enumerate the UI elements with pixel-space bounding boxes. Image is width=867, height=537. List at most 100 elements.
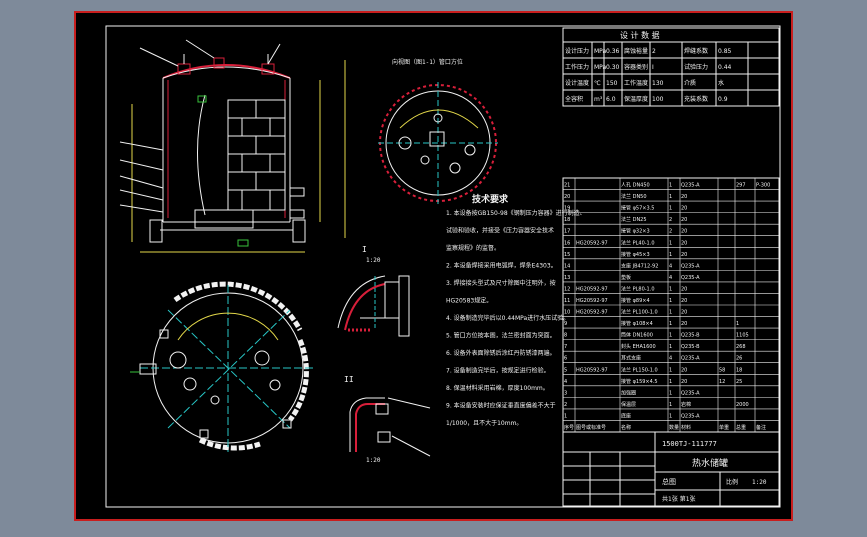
tech-line: 3. 焊接接头型式及尺寸除图中注明外，按 — [446, 279, 556, 287]
parts-table-cell: 接管 φ32×3 — [621, 228, 650, 235]
vessel-elevation — [119, 39, 346, 253]
design-table-cell: 容器类别 — [624, 63, 648, 71]
top-nozzle-orientation-view — [378, 82, 498, 204]
tech-line: 2. 本设备焊接采用电弧焊，焊条E4303。 — [446, 262, 557, 270]
parts-table-cell: 26 — [736, 356, 742, 362]
parts-table-cell: 13 — [564, 275, 570, 281]
design-table-cell: 充装系数 — [684, 95, 708, 103]
parts-table-cell: 1 — [564, 413, 567, 419]
parts-table-cell: 25 — [736, 379, 742, 385]
parts-table-cell: 19 — [564, 206, 570, 212]
parts-table-cell: 20 — [681, 240, 687, 246]
parts-table-cell: 接管 φ89×4 — [621, 297, 650, 304]
parts-table-cell: 58 — [719, 367, 725, 373]
design-table-cell: 0.36 — [606, 48, 620, 55]
parts-table-cell: 18 — [736, 367, 742, 373]
parts-table-cell: 加强圈 — [621, 389, 636, 396]
parts-table-cell: 7 — [564, 344, 567, 350]
parts-table-cell: 1105 — [736, 333, 749, 339]
parts-table-cell: 4 — [564, 379, 567, 385]
parts-table-cell: 12 — [719, 379, 725, 385]
parts-table-cell: 4 — [669, 356, 672, 362]
design-table-cell: 水 — [718, 79, 724, 87]
design-table-cell: ℃ — [594, 80, 601, 87]
parts-table-cell: 人孔 DN450 — [621, 182, 650, 189]
design-table-cell: 0.9 — [718, 96, 728, 103]
parts-table-cell: 筒体 DN1600 — [621, 332, 653, 339]
design-table-cell: 设计压力 — [565, 47, 589, 55]
tech-line: 监察规程》的监督。 — [446, 244, 500, 252]
parts-table-header-cell: 总重 — [736, 424, 746, 431]
parts-table-cell: 20 — [681, 194, 687, 200]
parts-table-cell: 岩棉 — [681, 401, 691, 408]
parts-table-cell: 法兰 PL40-1.0 — [621, 239, 655, 246]
design-table-cell: 全容积 — [565, 95, 583, 103]
parts-table-cell: 1 — [669, 298, 672, 304]
tech-line: 5. 管口方位按本图，法兰密封面为突面。 — [446, 332, 556, 340]
parts-table-cell: 4 — [669, 275, 672, 281]
parts-table-cell: 底座 — [621, 412, 631, 419]
parts-table-cell: Q235-A — [681, 390, 700, 396]
parts-table-cell: 21 — [564, 183, 570, 189]
parts-table-header-cell: 图号或标准号 — [576, 424, 606, 431]
parts-table-cell: 20 — [681, 379, 687, 385]
parts-table-cell: 17 — [564, 229, 570, 235]
parts-table-cell: 1 — [669, 252, 672, 258]
design-table-cell: 2 — [652, 48, 656, 55]
detail-ii-label: II — [344, 375, 354, 384]
parts-table-cell: HG20592-97 — [576, 310, 608, 316]
tech-line: 1/1000，且不大于10mm。 — [446, 419, 522, 427]
design-table-cell: 0.30 — [606, 64, 620, 71]
parts-table-cell: 2 — [669, 229, 672, 235]
parts-table-cell: 8 — [564, 333, 567, 339]
parts-table-cell: 15 — [564, 252, 570, 258]
parts-table-cell: 20 — [681, 229, 687, 235]
parts-table-cell: 9 — [564, 321, 567, 327]
parts-table-cell: 20 — [564, 194, 570, 200]
parts-table-cell: 封头 EHA1600 — [621, 343, 656, 350]
parts-table-cell: 1 — [736, 321, 739, 327]
parts-table-cell: 法兰 PL150-1.0 — [621, 366, 658, 373]
parts-table-header-cell: 备注 — [756, 424, 766, 431]
parts-table-cell: 1 — [669, 286, 672, 292]
parts-table-cell: 297 — [736, 183, 746, 189]
design-table-cell: 工作温度 — [624, 79, 648, 87]
parts-table-header-cell: 材料 — [681, 424, 691, 431]
parts-table-cell: Q235-A — [681, 413, 700, 419]
parts-table-cell: 法兰 DN25 — [621, 216, 647, 223]
parts-table-cell: 1 — [669, 413, 672, 419]
parts-table-cell: 1 — [669, 240, 672, 246]
parts-table-cell: Q235-A — [681, 263, 700, 269]
parts-table-cell: 1 — [669, 333, 672, 339]
parts-table-cell: 20 — [681, 252, 687, 258]
design-table-cell: 设计温度 — [565, 79, 589, 87]
parts-table-cell: 16 — [564, 240, 570, 246]
parts-table-cell: Q235-B — [681, 333, 700, 339]
parts-table-cell: 接管 φ159×4.5 — [621, 378, 658, 385]
parts-table-cell: 2 — [564, 402, 567, 408]
design-table-cell: 保温厚度 — [624, 95, 648, 103]
parts-table-cell: 1 — [669, 367, 672, 373]
detail-i — [337, 275, 410, 337]
design-table-cell: MPa — [594, 48, 607, 55]
parts-table-cell: 1 — [669, 194, 672, 200]
parts-table-cell: 2000 — [736, 402, 749, 408]
inner-border — [105, 25, 781, 508]
parts-table-cell: 268 — [736, 344, 746, 350]
parts-table-cell: 20 — [681, 321, 687, 327]
parts-table-cell: 20 — [681, 286, 687, 292]
parts-table-cell: 14 — [564, 263, 570, 269]
detail-ii — [349, 397, 431, 457]
design-table-cell: MPa — [594, 64, 607, 71]
design-table-cell: 0.44 — [718, 64, 732, 71]
parts-table-cell: 20 — [681, 367, 687, 373]
parts-table-cell: 11 — [564, 298, 570, 304]
parts-table-cell: 1 — [669, 390, 672, 396]
design-table-cell: 工作压力 — [565, 63, 589, 71]
tech-line: 6. 设备外表面除锈后涂红丹防锈漆两遍。 — [446, 349, 556, 357]
parts-table-cell: 18 — [564, 217, 570, 223]
